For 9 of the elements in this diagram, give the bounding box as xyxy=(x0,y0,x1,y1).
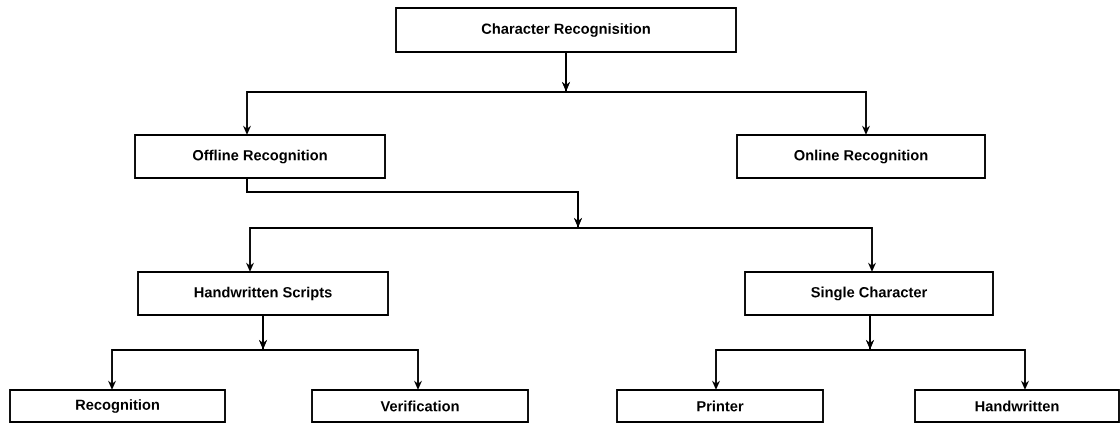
process-box: Handwritten xyxy=(914,389,1120,423)
process-box: Printer xyxy=(616,389,824,423)
process-box: Offline Recognition xyxy=(134,134,386,179)
process-box: Verification xyxy=(311,389,529,423)
process-box: Online Recognition xyxy=(736,134,986,179)
process-box: Handwritten Scripts xyxy=(137,271,389,316)
process-box: Single Character xyxy=(744,271,994,316)
process-box: Character Recognisition xyxy=(395,7,737,53)
process-box: Recognition xyxy=(9,389,226,423)
